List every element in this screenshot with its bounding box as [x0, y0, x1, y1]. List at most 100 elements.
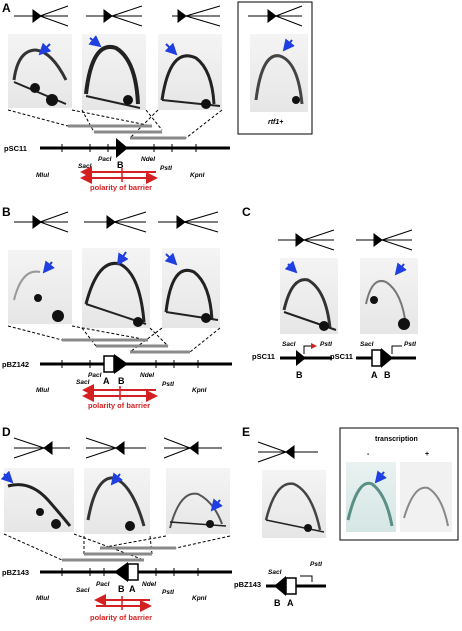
- blue-arrow-icon: [42, 260, 55, 274]
- site-psti: PstI: [310, 561, 322, 568]
- rtf1-label: rtf1+: [268, 119, 283, 126]
- connector-lines: [3, 533, 231, 561]
- plasmid-name-left: pSC11: [252, 352, 275, 361]
- restriction-ticks: [61, 144, 197, 152]
- panel-letter-c: C: [242, 205, 251, 219]
- blue-arrow-icon: [374, 470, 387, 484]
- gel-image: [262, 470, 326, 538]
- polarity-arrows: [80, 166, 158, 184]
- barrier-element-a: [103, 355, 115, 373]
- transcription-title: transcription: [375, 436, 418, 443]
- transcription-arrow-icon: [300, 575, 313, 582]
- blue-arrow-icon: [210, 498, 223, 512]
- element-b-right: B: [384, 370, 391, 380]
- gel-image: [8, 250, 72, 324]
- gel-image: [82, 248, 150, 328]
- site-kpni: KpnI: [192, 595, 207, 602]
- fragment-bars: [62, 338, 190, 354]
- site-psti: PstI: [162, 589, 174, 596]
- fork-arrest-diagram-icon: [13, 437, 70, 459]
- gel-image: [8, 34, 72, 108]
- panel-letter-b: B: [2, 205, 11, 219]
- barrier-element-a: [285, 577, 297, 595]
- site-kpni: KpnI: [192, 387, 207, 394]
- site-paci: PacI: [88, 372, 102, 379]
- element-a: A: [129, 584, 136, 594]
- element-b: B: [118, 584, 125, 594]
- blue-arrow-icon: [110, 472, 123, 486]
- barrier-element-a: [371, 349, 382, 367]
- gel-image: [82, 34, 146, 110]
- fork-arrest-diagram-icon: [278, 229, 335, 251]
- blue-arrow-icon: [284, 260, 298, 274]
- plasmid-name: pBZ143: [234, 580, 261, 589]
- site-mlui: MluI: [36, 172, 49, 179]
- polarity-arrows: [94, 594, 152, 612]
- fork-arrest-diagram-icon: [257, 441, 318, 463]
- site-saci-right: SacI: [360, 341, 374, 348]
- site-psti: PstI: [160, 165, 172, 172]
- site-ndei: NdeI: [142, 581, 156, 588]
- plasmid-name: pBZ143: [2, 568, 29, 577]
- site-saci: SacI: [76, 379, 90, 386]
- panel-letter-d: D: [2, 425, 11, 439]
- site-mlui: MluI: [36, 387, 49, 394]
- site-psti-left: PstI: [320, 341, 332, 348]
- site-saci: SacI: [268, 569, 282, 576]
- site-saci: SacI: [78, 163, 92, 170]
- site-psti-right: PstI: [404, 341, 416, 348]
- site-saci-left: SacI: [282, 341, 296, 348]
- fork-arrest-diagram-icon: [356, 229, 413, 251]
- fork-arrest-diagram-icon: [85, 437, 146, 459]
- site-mlui: MluI: [36, 595, 49, 602]
- element-b: B: [117, 160, 124, 170]
- blue-arrow-icon: [164, 42, 178, 56]
- barrier-element-a: [127, 563, 139, 581]
- site-paci: PacI: [96, 581, 110, 588]
- element-b-left: B: [296, 370, 303, 380]
- plasmid-name-right: pSC11: [330, 352, 353, 361]
- connector-lines: [7, 109, 223, 139]
- blue-arrow-icon: [38, 42, 52, 56]
- barrier-element-b: [116, 138, 128, 158]
- element-a: A: [287, 598, 294, 608]
- fork-arrest-diagram-icon: [14, 5, 69, 27]
- polarity-label: polarity of barrier: [90, 613, 152, 622]
- fork-arrest-diagram-icon: [248, 5, 303, 27]
- fragment-bars: [68, 124, 186, 140]
- gel-image: [250, 34, 308, 112]
- barrier-element-b: [381, 348, 393, 368]
- fragment-bars: [62, 546, 176, 562]
- element-a: A: [103, 376, 110, 386]
- barrier-element-b: [114, 562, 128, 582]
- rtf1-box: [237, 1, 313, 135]
- polarity-label: polarity of barrier: [88, 401, 150, 410]
- transcription-arrow-icon: [391, 345, 402, 354]
- site-saci: SacI: [76, 587, 90, 594]
- plasmid-name: pBZ142: [2, 360, 29, 369]
- restriction-ticks: [61, 568, 199, 576]
- blue-arrow-icon: [394, 262, 407, 276]
- blue-arrow-icon: [164, 252, 178, 266]
- gel-image: [280, 258, 338, 334]
- transcription-minus: -: [367, 451, 370, 458]
- element-b: B: [274, 598, 281, 608]
- barrier-element-b: [114, 354, 128, 374]
- gel-image: [400, 462, 452, 532]
- polarity-arrows: [82, 384, 158, 402]
- panel-letter-e: E: [242, 425, 250, 439]
- plasmid-name: pSC11: [4, 144, 27, 153]
- site-psti: PstI: [162, 381, 174, 388]
- polarity-label: polarity of barrier: [90, 183, 152, 192]
- gel-image: [4, 468, 74, 532]
- fork-arrest-diagram-icon: [163, 437, 222, 459]
- fork-arrest-diagram-icon: [86, 5, 143, 27]
- site-ndei: NdeI: [140, 372, 154, 379]
- site-paci: PacI: [98, 156, 112, 163]
- blue-arrow-icon: [88, 35, 102, 48]
- element-a-right: A: [371, 370, 378, 380]
- fork-arrest-diagram-icon: [158, 211, 219, 233]
- element-b: B: [118, 376, 125, 386]
- site-kpni: KpnI: [190, 172, 205, 179]
